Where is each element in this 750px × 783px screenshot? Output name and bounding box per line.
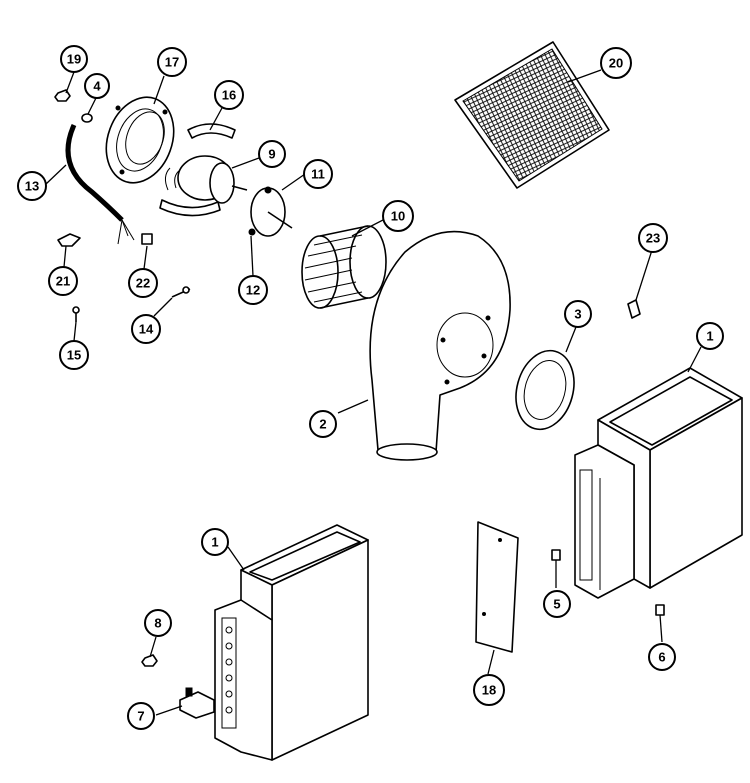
callout-6-label: 6 <box>658 650 665 665</box>
blower-motor-part <box>164 155 248 204</box>
callout-2: 2 <box>309 410 337 438</box>
callout-14-label: 14 <box>139 322 154 337</box>
filter-screen-part <box>454 41 610 189</box>
callout-11-label: 11 <box>311 167 325 182</box>
motor-mount-part <box>105 96 175 184</box>
callout-20-label: 20 <box>609 56 623 71</box>
duct-box-right-part <box>574 367 743 599</box>
callout-19-label: 19 <box>67 52 81 67</box>
callout-8: 8 <box>144 609 172 637</box>
callout-10-label: 10 <box>391 209 405 224</box>
callout-15-label: 15 <box>67 348 81 363</box>
callout-17-label: 17 <box>165 55 179 70</box>
callout-11: 11 <box>303 159 333 189</box>
callout-3: 3 <box>564 300 592 328</box>
callout-17: 17 <box>157 47 187 77</box>
callout-10: 10 <box>382 200 414 232</box>
callout-2-label: 2 <box>319 417 326 432</box>
callout-8-label: 8 <box>154 616 161 631</box>
callout-7-label: 7 <box>137 709 144 724</box>
callout-22-label: 22 <box>136 276 150 291</box>
cover-plate-part <box>475 521 519 653</box>
callout-1-right-label: 1 <box>706 329 713 344</box>
callout-12: 12 <box>238 275 268 305</box>
callout-4: 4 <box>84 73 110 99</box>
blower-wheel-part <box>301 225 387 309</box>
callout-16-label: 16 <box>222 88 236 103</box>
blower-housing-part <box>369 230 511 461</box>
wire-harness-part <box>65 123 135 245</box>
callout-5-label: 5 <box>553 597 560 612</box>
callout-16: 16 <box>214 80 244 110</box>
callout-23-label: 23 <box>646 231 660 246</box>
callout-21: 21 <box>48 266 78 296</box>
motor-bracket-part <box>159 123 236 217</box>
callout-7: 7 <box>127 702 155 730</box>
callout-12-label: 12 <box>246 283 260 298</box>
callout-21-label: 21 <box>56 274 70 289</box>
motor-clamp-part <box>248 186 293 237</box>
callout-18: 18 <box>473 674 505 706</box>
inlet-ring-part <box>515 349 575 431</box>
callout-1-left-label: 1 <box>211 535 218 550</box>
hardware-parts <box>54 89 665 667</box>
callout-15: 15 <box>59 340 89 370</box>
duct-box-left-part <box>214 524 369 761</box>
leader-lines <box>45 69 702 716</box>
callout-9-label: 9 <box>268 147 275 162</box>
callout-6: 6 <box>648 643 676 671</box>
callout-1-right: 1 <box>696 322 724 350</box>
callout-13-label: 13 <box>25 179 39 194</box>
callout-9: 9 <box>258 140 286 168</box>
callout-19: 19 <box>60 45 88 73</box>
callout-14: 14 <box>131 314 161 344</box>
callout-23: 23 <box>638 223 668 253</box>
switch-part <box>179 687 215 719</box>
callout-1-left: 1 <box>201 528 229 556</box>
callout-18-label: 18 <box>482 683 496 698</box>
callout-20: 20 <box>600 47 632 79</box>
callout-13: 13 <box>17 171 47 201</box>
callout-4-label: 4 <box>93 79 101 94</box>
callout-22: 22 <box>128 268 158 298</box>
callout-5: 5 <box>543 590 571 618</box>
callout-3-label: 3 <box>574 307 581 322</box>
